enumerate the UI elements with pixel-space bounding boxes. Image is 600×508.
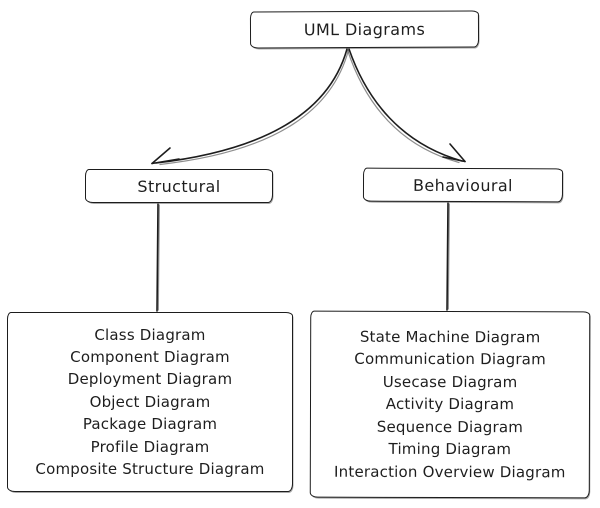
list-item: Deployment Diagram <box>67 370 233 389</box>
list-item: State Machine Diagram <box>359 327 541 347</box>
node-behavioural: Behavioural <box>362 167 564 203</box>
list-item: Communication Diagram <box>354 350 546 369</box>
node-structural: Structural <box>85 169 273 203</box>
list-item: Usecase Diagram <box>382 372 518 392</box>
node-structural-label: Structural <box>137 176 221 196</box>
arrow-root-to-behavioural <box>346 48 466 164</box>
behavioural-diagram-list: State Machine Diagram Communication Diag… <box>309 310 591 499</box>
connector-behavioural-to-list <box>446 202 450 311</box>
connector-structural-to-list <box>156 203 160 312</box>
node-behavioural-label: Behavioural <box>413 175 513 195</box>
arrow-root-to-structural <box>151 48 350 166</box>
list-item: Profile Diagram <box>90 437 210 456</box>
list-item: Sequence Diagram <box>376 417 524 436</box>
list-item: Activity Diagram <box>385 395 515 414</box>
node-uml-diagrams: UML Diagrams <box>249 10 480 49</box>
list-item: Interaction Overview Diagram <box>334 462 566 481</box>
list-item: Object Diagram <box>89 392 211 411</box>
list-item: Timing Diagram <box>388 439 512 459</box>
list-item: Package Diagram <box>82 415 218 434</box>
node-uml-diagrams-label: UML Diagrams <box>303 19 426 40</box>
structural-diagram-list: Class Diagram Component Diagram Deployme… <box>7 312 293 492</box>
list-item: Composite Structure Diagram <box>35 460 265 479</box>
list-item: Class Diagram <box>94 325 206 344</box>
list-item: Component Diagram <box>70 347 230 366</box>
